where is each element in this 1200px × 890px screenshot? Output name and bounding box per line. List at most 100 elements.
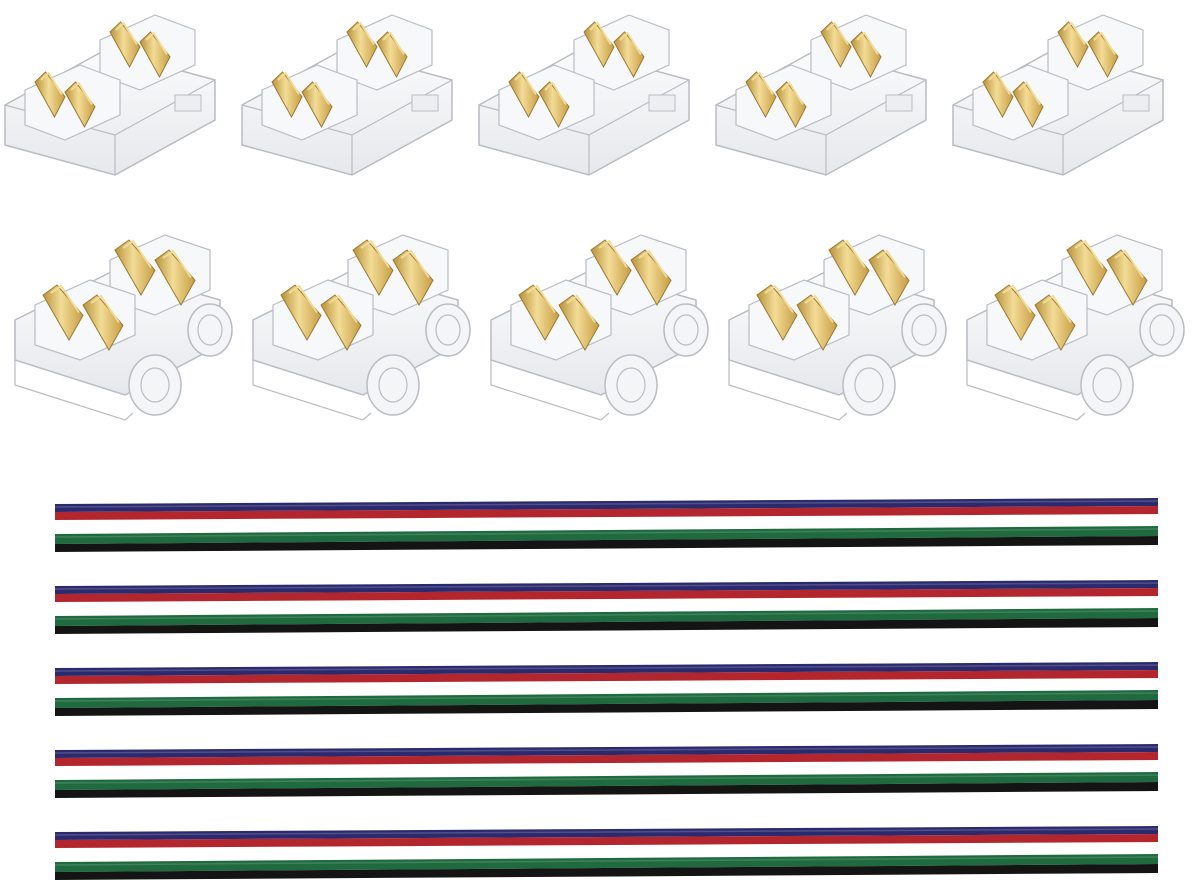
wire-connector — [14, 234, 233, 421]
wire-sheen — [54, 856, 1159, 866]
wire-port-inner — [1149, 314, 1175, 346]
wire-green — [55, 526, 1158, 544]
wire-blue — [55, 662, 1158, 676]
wire-black — [55, 782, 1158, 798]
wire-connector — [252, 234, 471, 421]
gold-contact — [139, 31, 171, 79]
wire-port — [842, 354, 896, 416]
wire-port-inner — [378, 367, 408, 403]
wire-sheen — [54, 774, 1159, 784]
gold-contact — [518, 284, 560, 342]
connector-edge — [252, 360, 372, 421]
gold-contact — [868, 249, 910, 307]
gold-contact — [756, 284, 798, 342]
gold-contact — [154, 249, 196, 307]
wire-sheen — [54, 746, 1159, 754]
connector-edge — [966, 360, 1086, 421]
wire-red — [55, 588, 1158, 602]
cable-pair — [54, 744, 1159, 798]
gold-contact — [392, 249, 434, 307]
gold-contact-highlight — [122, 239, 152, 269]
wire-black — [55, 618, 1158, 634]
wire-port — [663, 303, 709, 357]
gold-contact — [82, 294, 124, 352]
wire-black — [55, 536, 1158, 552]
gold-contact-highlight — [1002, 284, 1032, 314]
cable-pair — [54, 826, 1159, 880]
gold-contact — [280, 284, 322, 342]
gold-contact-highlight — [514, 71, 537, 96]
wire-sheen — [54, 500, 1159, 508]
gold-contact-highlight — [619, 31, 642, 56]
wire-port-inner — [673, 314, 699, 346]
gold-contact — [775, 81, 807, 129]
gold-contact — [583, 21, 615, 69]
wire-sheen — [54, 692, 1159, 702]
wire-port-inner — [140, 367, 170, 403]
strip-connector — [715, 14, 927, 176]
wire-sheen — [54, 582, 1159, 590]
gold-contact-highlight — [826, 21, 849, 46]
gold-contact-highlight — [804, 294, 834, 324]
cable-pair — [54, 580, 1159, 634]
gold-contact-highlight — [836, 239, 866, 269]
wire-black — [55, 700, 1158, 716]
wire-connector — [728, 234, 947, 421]
wire-port-inner — [616, 367, 646, 403]
end-slot — [174, 94, 202, 112]
gold-contact — [796, 294, 838, 352]
gold-contact — [850, 31, 882, 79]
gold-contact-highlight — [288, 284, 318, 314]
gold-contact — [1087, 31, 1119, 79]
gold-contact-highlight — [856, 31, 879, 56]
gold-contact-highlight — [277, 71, 300, 96]
wire-red — [55, 834, 1158, 848]
gold-contact — [1034, 294, 1076, 352]
gold-contact — [828, 239, 870, 297]
gold-contact — [590, 239, 632, 297]
wire-red — [55, 752, 1158, 766]
gold-contact-highlight — [598, 239, 628, 269]
gold-contact-highlight — [751, 71, 774, 96]
gold-contact-highlight — [40, 71, 63, 96]
gold-contact — [994, 284, 1036, 342]
gold-contact-highlight — [382, 31, 405, 56]
connector-edge — [490, 360, 610, 421]
wire-black — [55, 864, 1158, 880]
gold-contact — [376, 31, 408, 79]
wire-sheen — [54, 610, 1159, 620]
gold-contact-highlight — [764, 284, 794, 314]
gold-contact — [558, 294, 600, 352]
gold-contact-highlight — [526, 284, 556, 314]
gold-contact-highlight — [1018, 81, 1041, 106]
wire-green — [55, 772, 1158, 790]
gold-contact — [64, 81, 96, 129]
gold-contact-highlight — [1042, 294, 1072, 324]
gold-contact-highlight — [70, 81, 93, 106]
connector-edge — [728, 360, 848, 421]
end-slot — [1122, 94, 1150, 112]
wire-port — [1080, 354, 1134, 416]
wire-blue — [55, 498, 1158, 512]
strip-connector — [478, 14, 690, 176]
connector-row-top — [4, 14, 1164, 176]
gold-contact — [320, 294, 362, 352]
gold-contact — [1012, 81, 1044, 129]
gold-contact — [508, 71, 540, 119]
gold-contact — [301, 81, 333, 129]
gold-contact-highlight — [400, 249, 430, 279]
gold-contact — [820, 21, 852, 69]
strip-connector — [952, 14, 1164, 176]
gold-contact — [745, 71, 777, 119]
wire-connector — [490, 234, 709, 421]
gold-contact-highlight — [90, 294, 120, 324]
gold-contact-highlight — [115, 21, 138, 46]
gold-contact — [1057, 21, 1089, 69]
end-slot — [411, 94, 439, 112]
gold-contact — [630, 249, 672, 307]
cable-pair — [54, 498, 1159, 552]
wire-port-inner — [1092, 367, 1122, 403]
wire-port — [425, 303, 471, 357]
gold-contact-highlight — [50, 284, 80, 314]
